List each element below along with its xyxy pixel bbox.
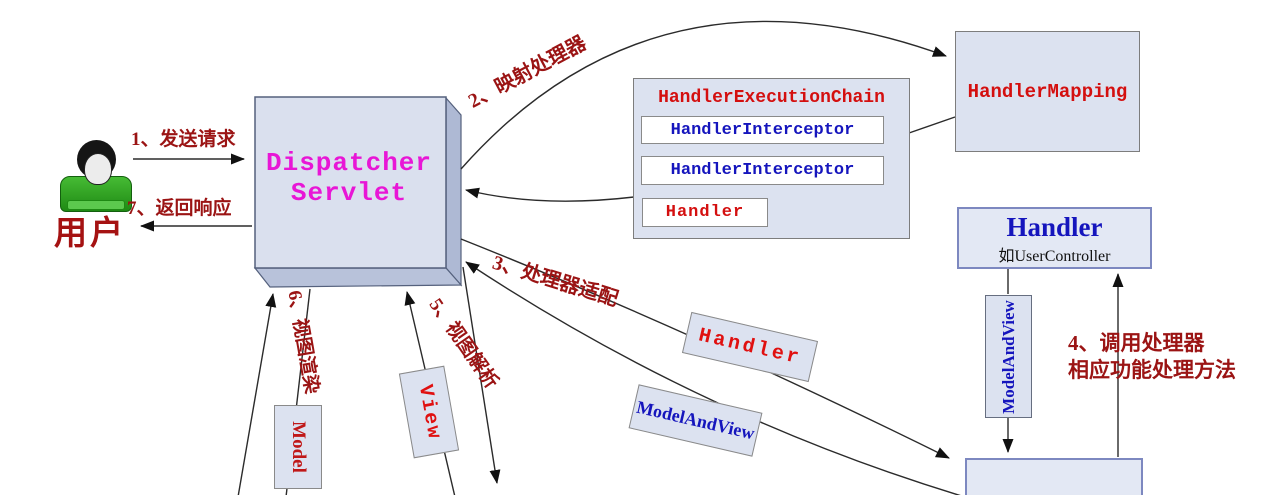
bottom-right-box (965, 458, 1143, 495)
arrow-2-to-handler-mapping (460, 20, 947, 170)
user-label: 用户 (54, 216, 126, 252)
handler-controller-box: Handler 如UserController (957, 207, 1152, 269)
handler-inner-box: Handler (642, 198, 768, 227)
arrow-5-down (462, 266, 501, 484)
mav-vertical-box: ModelAndView (985, 295, 1032, 418)
user-icon (58, 138, 136, 214)
handler-controller-subtitle: 如UserController (998, 247, 1111, 265)
handler-interceptor-1: HandlerInterceptor (641, 116, 884, 144)
flow-7-label: 7、返回响应 (127, 198, 232, 219)
line-mapping-to-chain (908, 116, 956, 134)
view-label: View (412, 382, 446, 442)
flow-4-label: 4、调用处理器 相应功能处理方法 (1068, 330, 1236, 384)
handler-controller-title: Handler (1006, 211, 1103, 242)
arrow-up-left (237, 293, 277, 495)
handler-execution-chain-title: HandlerExecutionChain (658, 88, 885, 108)
user-torso-band (67, 200, 125, 210)
user-face (84, 153, 112, 185)
dispatcher-servlet-title: Dispatcher Servlet (253, 148, 445, 208)
arrow-mav-return (465, 261, 961, 495)
flow-4-line2: 相应功能处理方法 (1068, 358, 1236, 382)
handler-execution-chain-box: HandlerExecutionChain HandlerInterceptor… (633, 78, 910, 239)
model-label: Model (288, 421, 309, 473)
dispatcher-line1: Dispatcher (265, 148, 433, 178)
arrow-chain-return (465, 187, 635, 202)
handler-interceptor-2: HandlerInterceptor (641, 156, 884, 185)
flow-1-label: 1、发送请求 (131, 129, 236, 150)
model-box: Model (274, 405, 322, 489)
dispatcher-line2: Servlet (290, 178, 408, 208)
dispatcher-servlet-box (253, 96, 463, 288)
mav-vertical-label: ModelAndView (998, 299, 1018, 414)
flow-4-line1: 4、调用处理器 (1068, 331, 1205, 355)
handler-mapping-box: HandlerMapping (955, 31, 1140, 152)
